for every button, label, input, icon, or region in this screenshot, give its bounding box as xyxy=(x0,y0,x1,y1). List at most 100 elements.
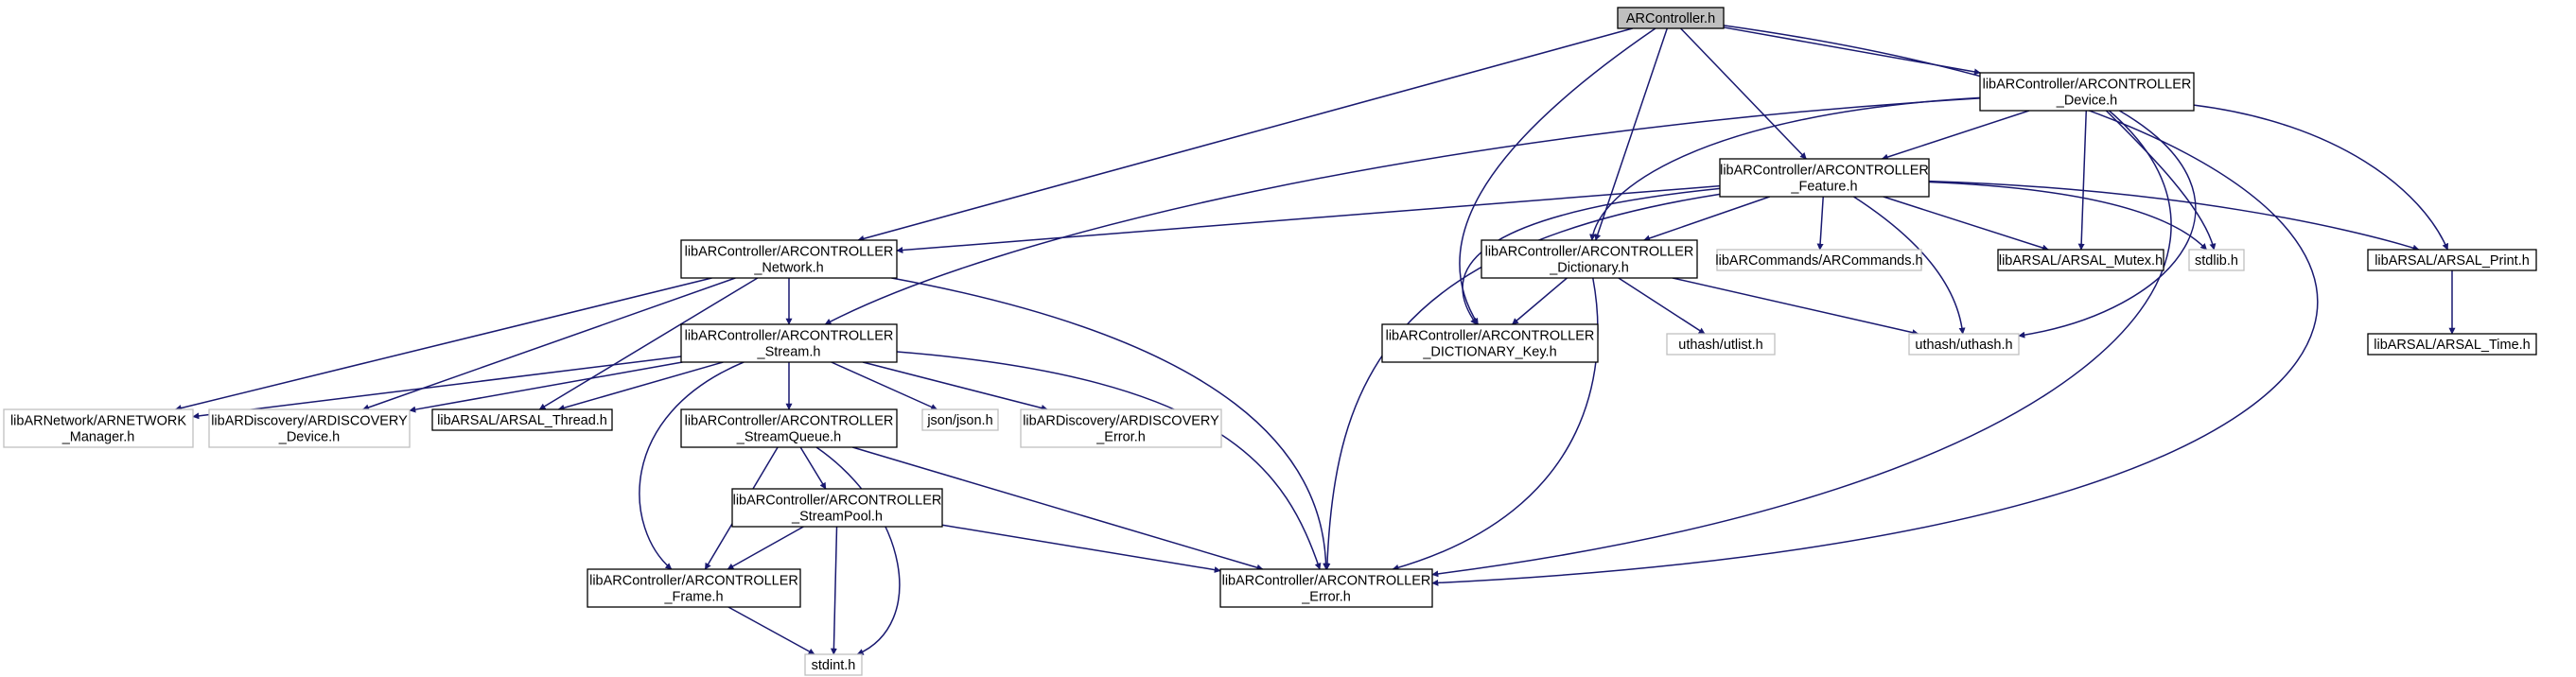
node-box xyxy=(1716,249,1922,271)
edge-stream-to-arnetwork xyxy=(192,356,682,420)
edge-feature-to-arcommands xyxy=(1816,196,1824,251)
node-utlist: uthash/utlist.h xyxy=(1666,333,1776,356)
node-streampool[interactable]: libARController/ARCONTROLLER_StreamPool.… xyxy=(731,488,943,528)
node-label-line: _Manager.h xyxy=(61,430,135,445)
node-dictkey[interactable]: libARController/ARCONTROLLER_DICTIONARY_… xyxy=(1381,323,1599,363)
node-box xyxy=(1020,408,1222,448)
node-box xyxy=(1219,568,1433,608)
node-box xyxy=(2367,333,2537,356)
edge-stream-to-thread xyxy=(557,361,724,411)
node-label-line: _Error.h xyxy=(1095,430,1146,445)
node-label-line: libARController/ARCONTROLLER xyxy=(589,574,798,589)
node-label-line: libARDiscovery/ARDISCOVERY xyxy=(1023,414,1219,429)
node-box xyxy=(680,323,898,363)
node-stream[interactable]: libARController/ARCONTROLLER_Stream.h xyxy=(680,323,898,363)
edge-streamqueue-to-streampool xyxy=(799,446,827,490)
node-label-line: _Network.h xyxy=(753,261,823,276)
node-network[interactable]: libARController/ARCONTROLLER_Network.h xyxy=(680,239,898,279)
edge-device-to-stream xyxy=(824,97,1981,325)
node-box xyxy=(2188,249,2245,271)
edge-streampool-to-error xyxy=(941,524,1221,574)
node-thread[interactable]: libARSAL/ARSAL_Thread.h xyxy=(431,408,613,431)
node-error[interactable]: libARController/ARCONTROLLER_Error.h xyxy=(1219,568,1433,608)
edge-feature-to-mutex xyxy=(1883,196,2049,252)
node-label-line: ARController.h xyxy=(1626,11,1715,26)
node-label-line: _Device.h xyxy=(278,430,340,445)
node-json: json/json.h xyxy=(921,408,999,431)
edge-dictionary-to-utlist xyxy=(1618,277,1706,335)
edge-feature-to-dictionary xyxy=(1643,196,1770,242)
edge-streamqueue-to-stdint xyxy=(815,446,901,655)
node-label-line: json/json.h xyxy=(926,413,992,428)
node-box xyxy=(1381,323,1599,363)
node-label-line: uthash/uthash.h xyxy=(1915,338,2012,353)
node-box xyxy=(731,488,943,528)
node-label-line: _Dictionary.h xyxy=(1549,261,1629,276)
node-label-line: libARDiscovery/ARDISCOVERY xyxy=(211,414,408,429)
node-ardiscdevice: libARDiscovery/ARDISCOVERY_Device.h xyxy=(208,408,411,448)
node-box xyxy=(587,568,801,608)
node-box xyxy=(3,408,194,448)
node-arnetwork: libARNetwork/ARNETWORK_Manager.h xyxy=(3,408,194,448)
node-print[interactable]: libARSAL/ARSAL_Print.h xyxy=(2367,249,2537,271)
node-label-line: libARController/ARCONTROLLER xyxy=(1983,78,2192,93)
node-label-line: _Feature.h xyxy=(1790,180,1857,195)
node-uthash: uthash/uthash.h xyxy=(1908,333,2020,356)
edge-feature-to-print xyxy=(1928,180,2420,252)
node-mutex[interactable]: libARSAL/ARSAL_Mutex.h xyxy=(1997,249,2164,271)
edge-dictionary-to-dictkey xyxy=(1512,277,1568,325)
node-label-line: _DICTIONARY_Key.h xyxy=(1422,345,1556,360)
node-label-line: _Error.h xyxy=(1301,590,1351,605)
node-root[interactable]: ARController.h xyxy=(1617,7,1725,29)
edge-network-to-ardiscdevice xyxy=(361,277,736,411)
node-label-line: libARController/ARCONTROLLER xyxy=(1386,329,1595,344)
node-label-line: libARController/ARCONTROLLER xyxy=(685,414,894,429)
edge-streamqueue-to-error xyxy=(852,446,1264,571)
edge-device-to-mutex xyxy=(2077,110,2088,251)
node-label-line: uthash/utlist.h xyxy=(1678,338,1762,353)
edge-device-to-dictionary xyxy=(1589,96,1981,241)
edge-stream-to-ardiscdevice xyxy=(409,361,683,413)
edge-network-to-arnetwork xyxy=(174,277,712,411)
edge-root-to-feature xyxy=(1680,27,1807,160)
node-box xyxy=(1719,158,1930,198)
node-device[interactable]: libARController/ARCONTROLLER_Device.h xyxy=(1979,72,2195,112)
edge-network-to-thread xyxy=(538,277,759,410)
edge-feature-to-uthash xyxy=(1853,196,1966,335)
node-label-line: libARController/ARCONTROLLER xyxy=(1720,164,1929,179)
node-label-line: _Frame.h xyxy=(663,590,723,605)
node-feature[interactable]: libARController/ARCONTROLLER_Feature.h xyxy=(1719,158,1930,198)
node-label-line: _Device.h xyxy=(2056,94,2117,109)
node-dictionary[interactable]: libARController/ARCONTROLLER_Dictionary.… xyxy=(1481,239,1698,279)
node-arcommands: libARCommands/ARCommands.h xyxy=(1715,249,1923,271)
node-box xyxy=(208,408,411,448)
node-label-line: stdint.h xyxy=(812,658,856,673)
node-box xyxy=(431,408,613,431)
node-box xyxy=(1908,333,2020,356)
node-box xyxy=(1617,7,1725,29)
node-stdint: stdint.h xyxy=(804,653,863,676)
node-frame[interactable]: libARController/ARCONTROLLER_Frame.h xyxy=(587,568,801,608)
node-label-line: _Stream.h xyxy=(757,345,821,360)
node-time[interactable]: libARSAL/ARSAL_Time.h xyxy=(2367,333,2537,356)
edge-network-to-error xyxy=(891,277,1330,570)
node-stdlib: stdlib.h xyxy=(2188,249,2245,271)
node-label-line: libARCommands/ARCommands.h xyxy=(1715,253,1922,269)
node-label-line: libARController/ARCONTROLLER xyxy=(733,494,942,509)
node-box xyxy=(804,653,863,676)
edges-layer xyxy=(174,25,2456,655)
nodes-layer: ARController.h libARController/ARCONTROLL… xyxy=(3,7,2537,676)
node-label-line: libARSAL/ARSAL_Thread.h xyxy=(437,413,607,428)
node-label-line: _StreamQueue.h xyxy=(736,430,841,445)
node-label-line: stdlib.h xyxy=(2195,253,2238,269)
node-ardiscerror: libARDiscovery/ARDISCOVERY_Error.h xyxy=(1020,408,1222,448)
edge-dictionary-to-error xyxy=(1392,277,1599,571)
edge-stream-to-frame xyxy=(639,361,745,570)
edge-stream-to-json xyxy=(831,361,938,410)
node-box xyxy=(1666,333,1776,356)
edge-feature-to-stdlib xyxy=(1928,181,2208,251)
edge-stream-to-error xyxy=(896,351,1322,570)
node-label-line: libARSAL/ARSAL_Print.h xyxy=(2374,253,2530,269)
node-streamqueue[interactable]: libARController/ARCONTROLLER_StreamQueue… xyxy=(680,408,898,448)
